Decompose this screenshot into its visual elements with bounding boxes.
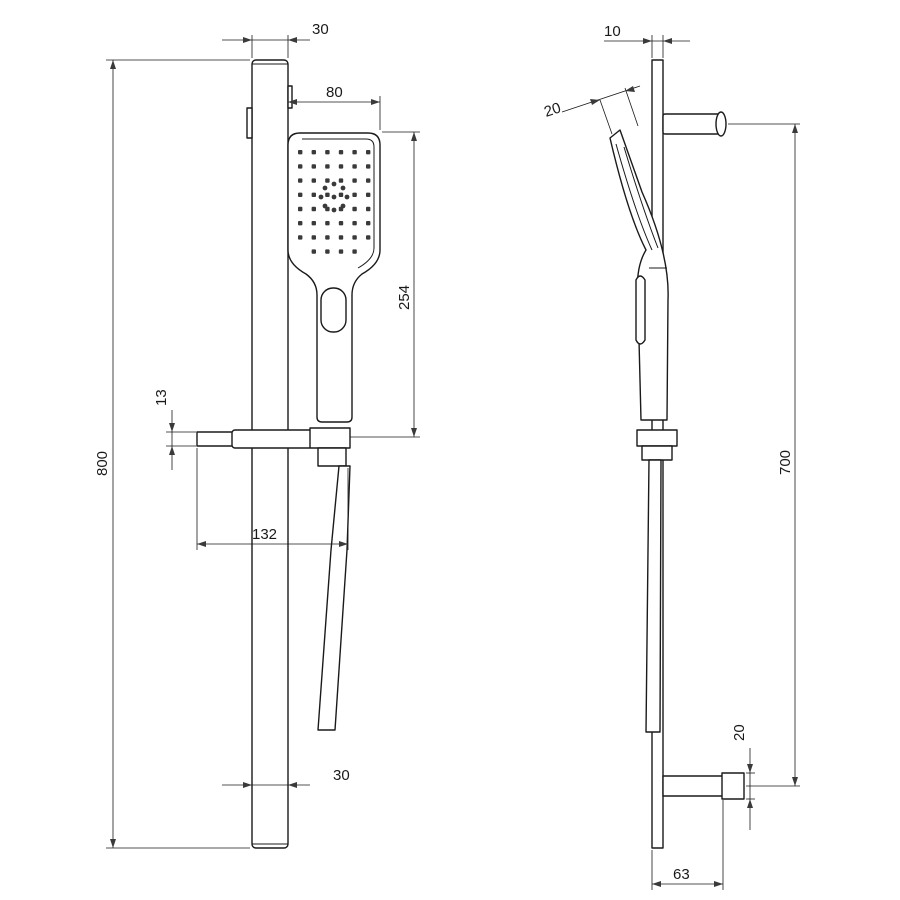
nozzle-center xyxy=(340,203,346,209)
nozzle-center xyxy=(322,185,328,191)
side-face-line-2 xyxy=(623,146,659,249)
nozzle xyxy=(352,178,357,183)
nozzle xyxy=(338,150,344,155)
dim-head-tilt: 20 xyxy=(542,85,641,135)
slide-rail xyxy=(251,59,289,849)
nozzle xyxy=(338,164,344,169)
nozzle-center xyxy=(340,185,346,191)
dim-bracket-diameter: 20 xyxy=(731,724,755,830)
nozzle xyxy=(325,178,330,183)
nozzle xyxy=(338,249,344,254)
side-holder xyxy=(636,429,678,447)
nozzle xyxy=(352,150,357,155)
dim-text-rail-thickness: 10 xyxy=(604,23,621,40)
nozzle xyxy=(298,192,303,197)
nozzle xyxy=(311,206,316,212)
nozzle xyxy=(352,235,357,240)
dim-head-length: 254 xyxy=(350,131,420,438)
dim-text-bracket-diameter: 20 xyxy=(731,724,748,741)
dim-text-head-width: 80 xyxy=(326,84,343,101)
dim-text-total-height: 800 xyxy=(94,451,111,476)
nozzle xyxy=(352,206,357,212)
nozzle xyxy=(311,164,316,169)
dim-holder-thickness: 13 xyxy=(153,389,196,470)
nozzle xyxy=(325,221,330,226)
dim-text-head-tilt: 20 xyxy=(542,99,563,120)
nozzle xyxy=(366,164,371,169)
nozzle-grid xyxy=(298,150,371,254)
nozzle-center xyxy=(344,194,350,200)
shower-hose xyxy=(317,465,351,731)
dim-holder-depth: 132 xyxy=(196,448,349,550)
nozzle-center xyxy=(331,207,337,213)
nozzle xyxy=(298,150,303,155)
dim-total-height: 800 xyxy=(94,59,250,849)
hand-shower-face-edge xyxy=(302,138,375,269)
nozzle xyxy=(298,221,303,226)
mode-button xyxy=(320,287,347,333)
nozzle xyxy=(311,192,316,197)
nozzle xyxy=(366,178,371,183)
nozzle xyxy=(298,235,303,240)
dim-bottom-width: 30 xyxy=(222,767,350,800)
nozzle xyxy=(366,221,371,226)
side-view: 10 20 700 20 xyxy=(542,23,800,890)
nozzle xyxy=(311,221,316,226)
holder-cup xyxy=(309,427,351,449)
nozzle xyxy=(366,206,371,212)
side-face-line xyxy=(615,143,653,251)
nozzle xyxy=(298,206,303,212)
nozzle xyxy=(311,249,316,254)
side-bottom-bracket xyxy=(662,772,745,800)
nozzle xyxy=(311,178,316,183)
dim-bracket-spacing: 700 xyxy=(728,123,800,787)
dim-text-wall-offset: 63 xyxy=(673,866,690,883)
dim-text-holder-depth: 132 xyxy=(252,526,277,543)
nozzle xyxy=(298,164,303,169)
rail-top-bracket-mark xyxy=(246,107,253,139)
side-hose xyxy=(645,459,662,733)
slider-body xyxy=(231,429,313,449)
nozzle xyxy=(338,221,344,226)
dim-text-holder-thickness: 13 xyxy=(153,389,170,406)
nozzle xyxy=(311,235,316,240)
nozzle xyxy=(325,192,330,197)
nozzle xyxy=(338,178,344,183)
nozzle-center xyxy=(322,203,328,209)
nozzle xyxy=(325,150,330,155)
nozzle xyxy=(325,164,330,169)
nozzle xyxy=(352,192,357,197)
nozzle xyxy=(366,150,371,155)
nozzle xyxy=(352,249,357,254)
nozzle xyxy=(298,178,303,183)
nozzle xyxy=(311,150,316,155)
dim-rail-width: 30 xyxy=(222,21,329,58)
side-cone xyxy=(641,445,673,461)
nozzle-center xyxy=(331,194,337,200)
nozzle xyxy=(366,192,371,197)
side-top-bracket xyxy=(662,111,727,137)
nozzle xyxy=(325,249,330,254)
dim-head-width: 80 xyxy=(287,84,381,130)
nozzle xyxy=(352,164,357,169)
nozzle-center xyxy=(318,194,324,200)
nozzle xyxy=(325,235,330,240)
front-view: 30 80 254 800 xyxy=(94,21,420,849)
nozzle xyxy=(338,235,344,240)
holder-cone xyxy=(317,447,347,467)
rail-mid-mark xyxy=(287,85,293,109)
side-button xyxy=(635,275,646,345)
dim-rail-thickness: 10 xyxy=(604,23,690,58)
hand-shower-head xyxy=(287,132,381,423)
nozzle-center xyxy=(331,181,337,187)
nozzle xyxy=(366,235,371,240)
dim-text-rail-width: 30 xyxy=(312,21,329,38)
nozzle xyxy=(338,192,344,197)
dim-text-head-length: 254 xyxy=(396,285,413,310)
dim-text-bracket-spacing: 700 xyxy=(777,450,794,475)
nozzle xyxy=(352,221,357,226)
dim-text-bottom-width: 30 xyxy=(333,767,350,784)
dim-wall-offset: 63 xyxy=(651,800,724,890)
